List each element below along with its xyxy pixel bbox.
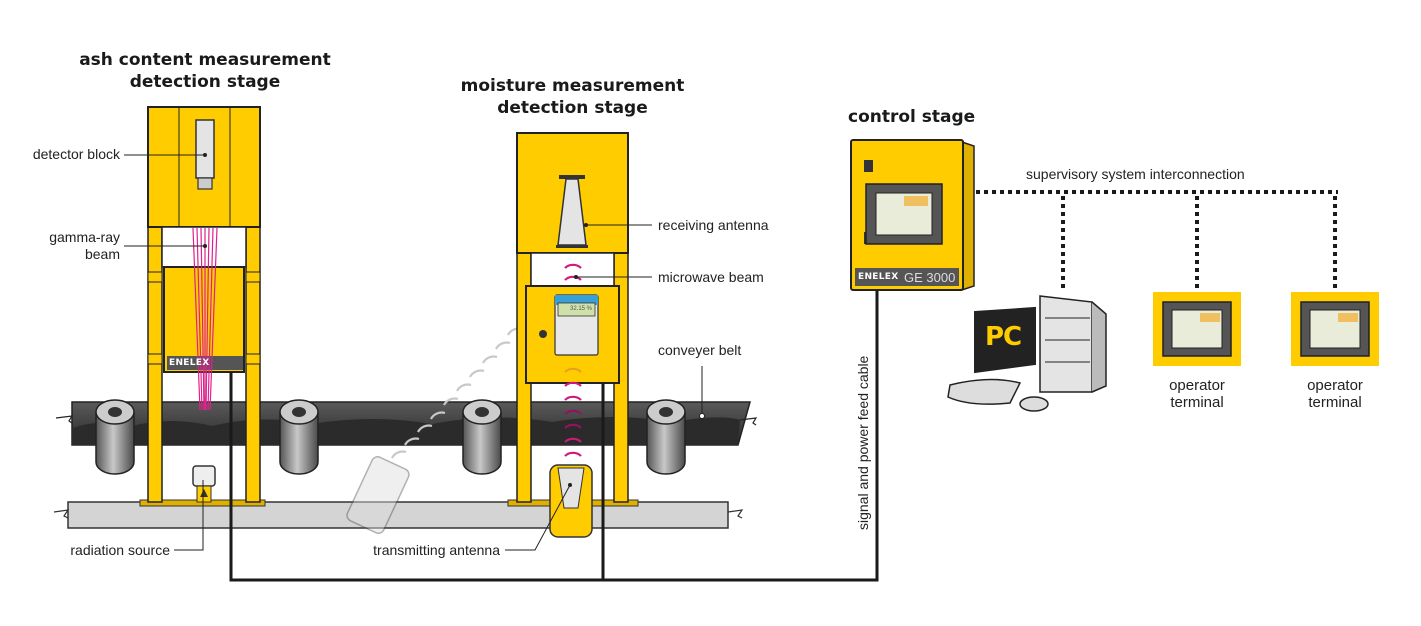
moisture-stage-title: moisture measurement detection stage <box>440 75 705 119</box>
gamma-ray-beam <box>192 227 218 411</box>
roller <box>462 399 502 475</box>
roller <box>646 399 686 475</box>
radiation-source-label: radiation source <box>70 542 170 558</box>
leader-lines <box>124 154 703 551</box>
gamma-ray-beam-label: gamma-ray beam <box>10 229 120 263</box>
operator-terminal-label-line2: terminal <box>1170 394 1224 411</box>
control-cabinet <box>850 139 975 292</box>
microwave-beam-label: microwave beam <box>658 269 764 285</box>
transmitting-antenna-label: transmitting antenna <box>373 542 500 558</box>
operator-terminal-label-line2: terminal <box>1308 394 1362 411</box>
detector-block-icon <box>195 119 215 190</box>
control-model-label: GE 3000 <box>904 270 956 285</box>
operator-terminal-label: operator terminal <box>1147 377 1247 411</box>
ash-stage-title-line2: detection stage <box>129 72 281 92</box>
ash-stage-title-line1: ash content measurement <box>79 50 331 70</box>
leader-dots <box>203 153 705 487</box>
conveyer-belt-label: conveyer belt <box>658 342 742 358</box>
moisture-stage-title-line2: detection stage <box>497 98 648 118</box>
cable-label: signal and power feed cable <box>855 355 871 530</box>
signal-power-cable <box>229 290 879 582</box>
roller <box>95 399 135 475</box>
roller <box>279 399 319 475</box>
control-brand-label: ENELEX <box>858 272 899 282</box>
reflected-microwave-arcs <box>391 327 523 459</box>
pc-screen-label: PC <box>985 322 1022 352</box>
receiving-antenna-icon <box>556 175 588 248</box>
gamma-ray-beam-label-line2: beam <box>84 246 120 262</box>
operator-terminal-label-line1: operator <box>1307 377 1363 394</box>
transmitting-antenna-icon <box>549 464 593 538</box>
ghost-antenna-icon <box>346 456 410 534</box>
ash-brand-label: ENELEX <box>169 358 210 368</box>
operator-terminal-icon <box>1291 292 1379 366</box>
supervisory-network <box>976 190 1338 292</box>
control-stage-title: control stage <box>848 107 976 127</box>
supervisory-label: supervisory system interconnection <box>1026 166 1245 182</box>
operator-terminal-label-line1: operator <box>1169 377 1225 394</box>
gamma-ray-beam-label-line1: gamma-ray <box>49 229 120 245</box>
pc-icon <box>947 295 1107 412</box>
detector-block-label: detector block <box>32 146 120 162</box>
radiation-source-icon <box>192 465 216 503</box>
moisture-stage-title-line1: moisture measurement <box>460 76 685 96</box>
ash-stage-title: ash content measurement detection stage <box>60 49 350 93</box>
moisture-display-value: 32.15 % <box>570 306 593 312</box>
microwave-beam <box>564 263 582 457</box>
operator-terminal-label: operator terminal <box>1285 377 1385 411</box>
operator-terminal-icon <box>1153 292 1241 366</box>
receiving-antenna-label: receiving antenna <box>658 217 769 233</box>
